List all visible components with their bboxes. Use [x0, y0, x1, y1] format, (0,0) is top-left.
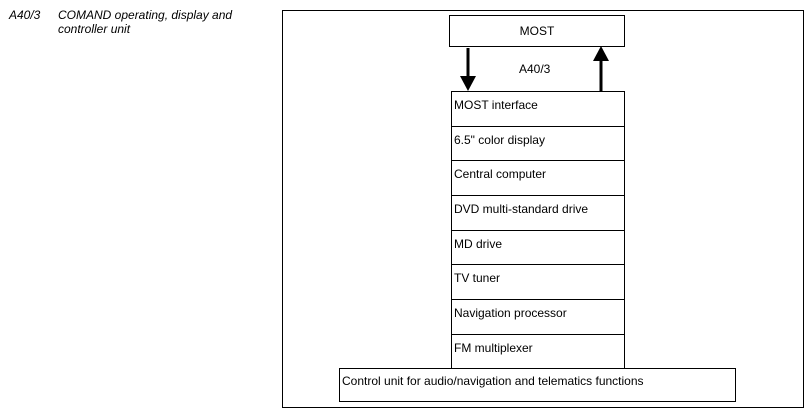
most-bus-box: MOST [449, 15, 625, 47]
module-navigation-processor: Navigation processor [452, 300, 624, 335]
up-arrow-head [593, 46, 609, 61]
unit-label: A40/3 [519, 62, 551, 76]
module-stack: MOST interface 6.5" color display Centra… [451, 91, 625, 371]
most-bus-label: MOST [519, 24, 555, 38]
module-most-interface: MOST interface [452, 92, 624, 127]
module-dvd-drive: DVD multi-standard drive [452, 196, 624, 231]
control-unit-box: Control unit for audio/navigation and te… [339, 368, 736, 402]
down-arrow-head [460, 76, 476, 91]
module-tv-tuner: TV tuner [452, 265, 624, 301]
module-color-display: 6.5" color display [452, 127, 624, 162]
module-md-drive: MD drive [452, 231, 624, 266]
diagram-frame [282, 10, 804, 408]
legend-code: A40/3 [9, 8, 41, 22]
module-fm-multiplexer: FM multiplexer [454, 340, 533, 355]
legend-description: COMAND operating, display and controller… [58, 8, 233, 36]
module-central-computer: Central computer [452, 161, 624, 197]
